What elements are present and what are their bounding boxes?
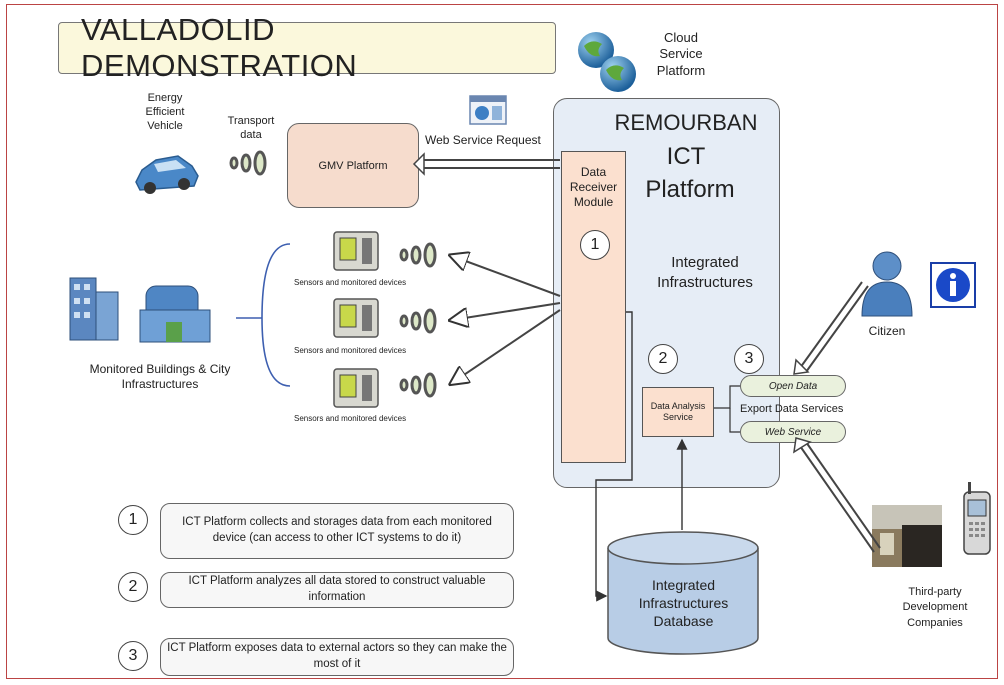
vehicle-label-line-1: Energy bbox=[147, 92, 183, 104]
ict-title-line-3: Platform bbox=[645, 176, 735, 203]
citizen-person-icon bbox=[861, 251, 913, 317]
sensor-device-icon bbox=[333, 231, 379, 271]
third-party-label-line-1: Third-party bbox=[908, 586, 962, 598]
note-2-box: ICT Platform analyzes all data stored to… bbox=[160, 572, 514, 608]
note-3-marker: 3 bbox=[118, 641, 148, 671]
citizen-arrow bbox=[793, 281, 869, 375]
buildings-label-line-2: Infrastructures bbox=[121, 377, 199, 391]
cloud-label-line-1: Cloud bbox=[664, 30, 698, 45]
info-icon bbox=[930, 262, 976, 308]
note-1-marker: 1 bbox=[118, 505, 148, 535]
citizen-label: Citizen bbox=[868, 324, 906, 338]
data-analysis-service-box: Data Analysis Service bbox=[642, 387, 714, 437]
step-3-marker: 3 bbox=[734, 344, 764, 374]
sensor-label-1: Sensors and monitored devices bbox=[294, 278, 407, 287]
database-label-line-1: Integrated bbox=[651, 577, 716, 593]
wireless-signal-icon bbox=[399, 308, 437, 334]
sensor-device-2 bbox=[330, 295, 386, 348]
wireless-signal-icon bbox=[399, 372, 437, 398]
receiver-label: Data Receiver Module bbox=[561, 165, 626, 210]
integrated-label-line-2: Infrastructures bbox=[657, 274, 753, 292]
third-party-arrow bbox=[793, 437, 881, 553]
data-receiver-module bbox=[561, 151, 626, 463]
note-2-marker: 2 bbox=[118, 572, 148, 602]
sensor-device-icon bbox=[333, 368, 379, 408]
sensor-device-icon bbox=[333, 298, 379, 338]
buildings-bracket bbox=[261, 243, 291, 387]
street-photo-icon bbox=[872, 505, 942, 567]
receiver-label-line-3: Module bbox=[573, 195, 614, 209]
page-frame bbox=[6, 4, 998, 679]
gmv-request-arrow bbox=[412, 152, 560, 176]
sensor-request-arrows bbox=[452, 256, 561, 383]
buildings-label-line-1: Monitored Buildings & City bbox=[89, 362, 231, 376]
step-1-marker: 1 bbox=[580, 230, 610, 260]
diagram-title: VALLADOLID DEMONSTRATION bbox=[58, 12, 556, 83]
web-service-pill: Web Service bbox=[740, 421, 846, 443]
receiver-label-line-1: Data bbox=[580, 165, 607, 179]
sensor-label-2: Sensors and monitored devices bbox=[294, 346, 407, 355]
sensor-device-1 bbox=[330, 228, 386, 281]
database-cylinder-icon bbox=[607, 531, 759, 655]
wireless-signal-icon bbox=[229, 150, 267, 176]
export-line-open bbox=[714, 385, 740, 409]
vehicle-label-line-3: Vehicle bbox=[147, 119, 183, 132]
third-party-label-line-2: Development bbox=[902, 601, 968, 614]
buildings-icon bbox=[69, 277, 211, 343]
note-3-box: ICT Platform exposes data to external ac… bbox=[160, 638, 514, 676]
database-label: Integrated Infrastructures Database bbox=[606, 576, 761, 631]
note-1-box: ICT Platform collects and storages data … bbox=[160, 503, 514, 559]
database-label-line-2: Infrastructures bbox=[638, 595, 729, 612]
export-line-web bbox=[729, 408, 740, 433]
cloud-label-line-3: Platform bbox=[656, 62, 706, 78]
vehicle-label: Energy Efficient Vehicle bbox=[130, 92, 200, 133]
gmv-platform-box: GMV Platform bbox=[287, 123, 419, 208]
export-data-services-label: Export Data Services bbox=[740, 403, 844, 415]
integrated-infrastructures-label: Integrated Infrastructures bbox=[640, 253, 770, 294]
cloud-globe-icon bbox=[578, 32, 636, 92]
cloud-platform-label: Cloud Service Platform bbox=[646, 30, 716, 79]
transport-label-line-1: Transport bbox=[227, 115, 275, 127]
web-service-icon bbox=[469, 95, 507, 125]
ict-title-line-1: REMOURBAN bbox=[614, 110, 758, 135]
vehicle-label-line-2: Efficient bbox=[145, 105, 185, 118]
open-data-pill: Open Data bbox=[740, 375, 846, 397]
web-service-request-label: Web Service Request bbox=[425, 133, 541, 147]
sensor-label-3: Sensors and monitored devices bbox=[294, 414, 407, 423]
step-2-marker: 2 bbox=[648, 344, 678, 374]
receiver-label-line-2: Receiver bbox=[569, 180, 618, 194]
database-label-line-3: Database bbox=[653, 613, 714, 630]
database-feed-line bbox=[595, 311, 633, 602]
integrated-label-line-1: Integrated bbox=[671, 254, 739, 271]
sensor-device-3 bbox=[330, 365, 386, 418]
third-party-label-line-3: Companies bbox=[907, 616, 963, 629]
car-icon bbox=[135, 155, 199, 194]
cloud-label-line-2: Service bbox=[659, 46, 703, 62]
wireless-signal-icon bbox=[399, 242, 437, 268]
ict-title-line-2: ICT bbox=[666, 143, 706, 170]
third-party-label: Third-party Development Companies bbox=[880, 585, 990, 631]
transport-label-line-2: data bbox=[240, 128, 262, 141]
mobile-phone-icon bbox=[963, 482, 991, 555]
transport-data-label: Transport data bbox=[215, 115, 287, 143]
buildings-label: Monitored Buildings & City Infrastructur… bbox=[60, 362, 260, 392]
